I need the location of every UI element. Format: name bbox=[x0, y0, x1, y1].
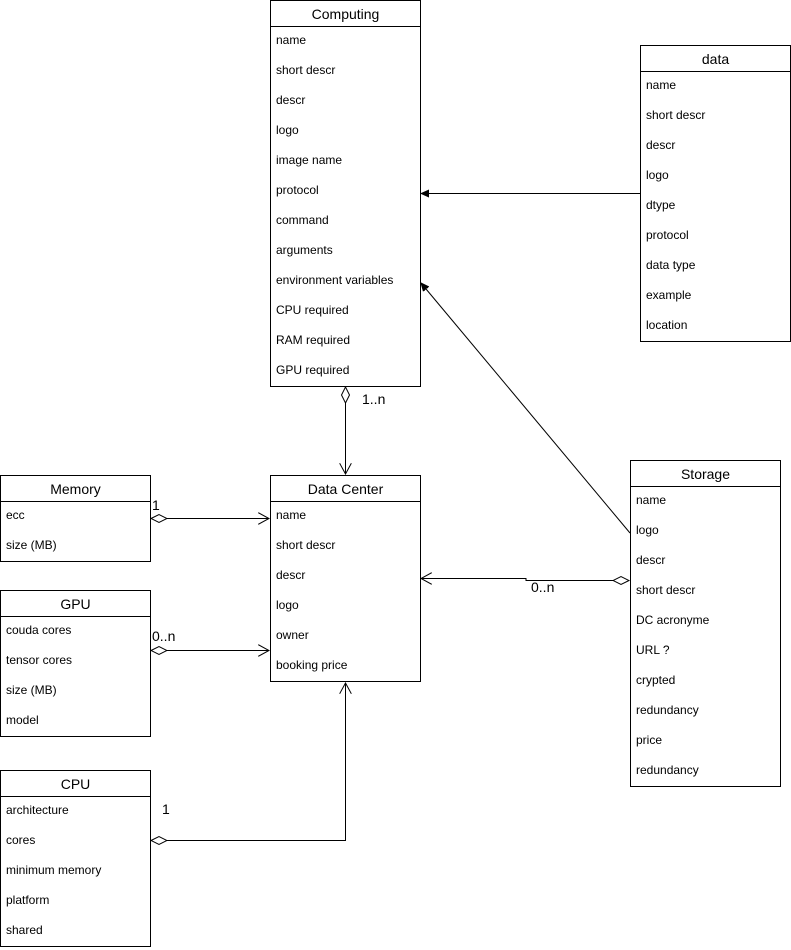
attribute: logo bbox=[646, 168, 669, 182]
relation-cpu-data-center bbox=[151, 683, 346, 841]
attribute: name bbox=[636, 493, 667, 507]
class-data[interactable]: data name short descr descr logo dtype p… bbox=[640, 45, 791, 342]
class-memory[interactable]: Memory ecc size (MB) bbox=[0, 475, 151, 562]
class-computing-title: Computing bbox=[271, 1, 420, 27]
attribute: descr bbox=[636, 553, 666, 567]
attribute: data type bbox=[646, 258, 696, 272]
class-computing[interactable]: Computing name short descr descr logo im… bbox=[270, 0, 421, 387]
attribute: short descr bbox=[276, 63, 336, 77]
attribute: price bbox=[636, 733, 663, 747]
relation-storage-computing bbox=[421, 283, 631, 534]
multiplicity-storage: 0..n bbox=[531, 579, 555, 595]
attribute: shared bbox=[6, 923, 43, 937]
class-storage[interactable]: Storage name logo descr short descr DC a… bbox=[630, 460, 781, 787]
attribute: image name bbox=[276, 153, 343, 167]
class-storage-title: Storage bbox=[631, 461, 780, 487]
attribute: tensor cores bbox=[6, 653, 73, 667]
attribute: example bbox=[646, 288, 692, 302]
class-cpu[interactable]: CPU architecture cores minimum memory pl… bbox=[0, 770, 151, 947]
attribute: logo bbox=[276, 123, 299, 137]
attribute: short descr bbox=[646, 108, 706, 122]
attribute: platform bbox=[6, 893, 50, 907]
multiplicity-computing: 1..n bbox=[362, 391, 386, 407]
attribute: couda cores bbox=[6, 623, 72, 637]
attribute: architecture bbox=[6, 803, 69, 817]
class-cpu-title: CPU bbox=[1, 771, 150, 797]
relation-storage-data-center bbox=[421, 579, 629, 581]
class-data-center-title: Data Center bbox=[271, 476, 420, 502]
attribute: dtype bbox=[646, 198, 676, 212]
attribute: environment variables bbox=[276, 273, 394, 287]
class-data-title: data bbox=[641, 46, 790, 72]
multiplicity-memory: 1 bbox=[152, 497, 160, 513]
attribute: protocol bbox=[646, 228, 689, 242]
attribute: owner bbox=[276, 628, 309, 642]
attribute: descr bbox=[276, 93, 306, 107]
attribute: protocol bbox=[276, 183, 319, 197]
attribute: size (MB) bbox=[6, 538, 57, 552]
attribute: logo bbox=[636, 523, 659, 537]
attribute: redundancy bbox=[636, 703, 699, 717]
attribute: booking price bbox=[276, 658, 348, 672]
attribute: model bbox=[6, 713, 39, 727]
attribute: RAM required bbox=[276, 333, 351, 347]
multiplicity-gpu: 0..n bbox=[152, 628, 176, 644]
attribute: URL ? bbox=[636, 643, 670, 657]
attribute: name bbox=[276, 33, 307, 47]
attribute: arguments bbox=[276, 243, 333, 257]
attribute: command bbox=[276, 213, 329, 227]
attribute: name bbox=[276, 508, 307, 522]
attribute: size (MB) bbox=[6, 683, 57, 697]
attribute: crypted bbox=[636, 673, 676, 687]
attribute: location bbox=[646, 318, 688, 332]
attribute: minimum memory bbox=[6, 863, 102, 877]
attribute: DC acronyme bbox=[636, 613, 710, 627]
attribute: descr bbox=[646, 138, 676, 152]
class-gpu[interactable]: GPU couda cores tensor cores size (MB) m… bbox=[0, 590, 151, 737]
attribute: CPU required bbox=[276, 303, 349, 317]
attribute: short descr bbox=[276, 538, 336, 552]
class-data-center[interactable]: Data Center name short descr descr logo … bbox=[270, 475, 421, 682]
attribute: descr bbox=[276, 568, 306, 582]
attribute: short descr bbox=[636, 583, 696, 597]
class-memory-title: Memory bbox=[1, 476, 150, 502]
multiplicity-cpu: 1 bbox=[162, 801, 170, 817]
attribute: name bbox=[646, 78, 677, 92]
attribute: logo bbox=[276, 598, 299, 612]
attribute: cores bbox=[6, 833, 36, 847]
attribute: ecc bbox=[6, 508, 25, 522]
attribute: redundancy bbox=[636, 763, 699, 777]
attribute: GPU required bbox=[276, 363, 350, 377]
class-gpu-title: GPU bbox=[1, 591, 150, 617]
